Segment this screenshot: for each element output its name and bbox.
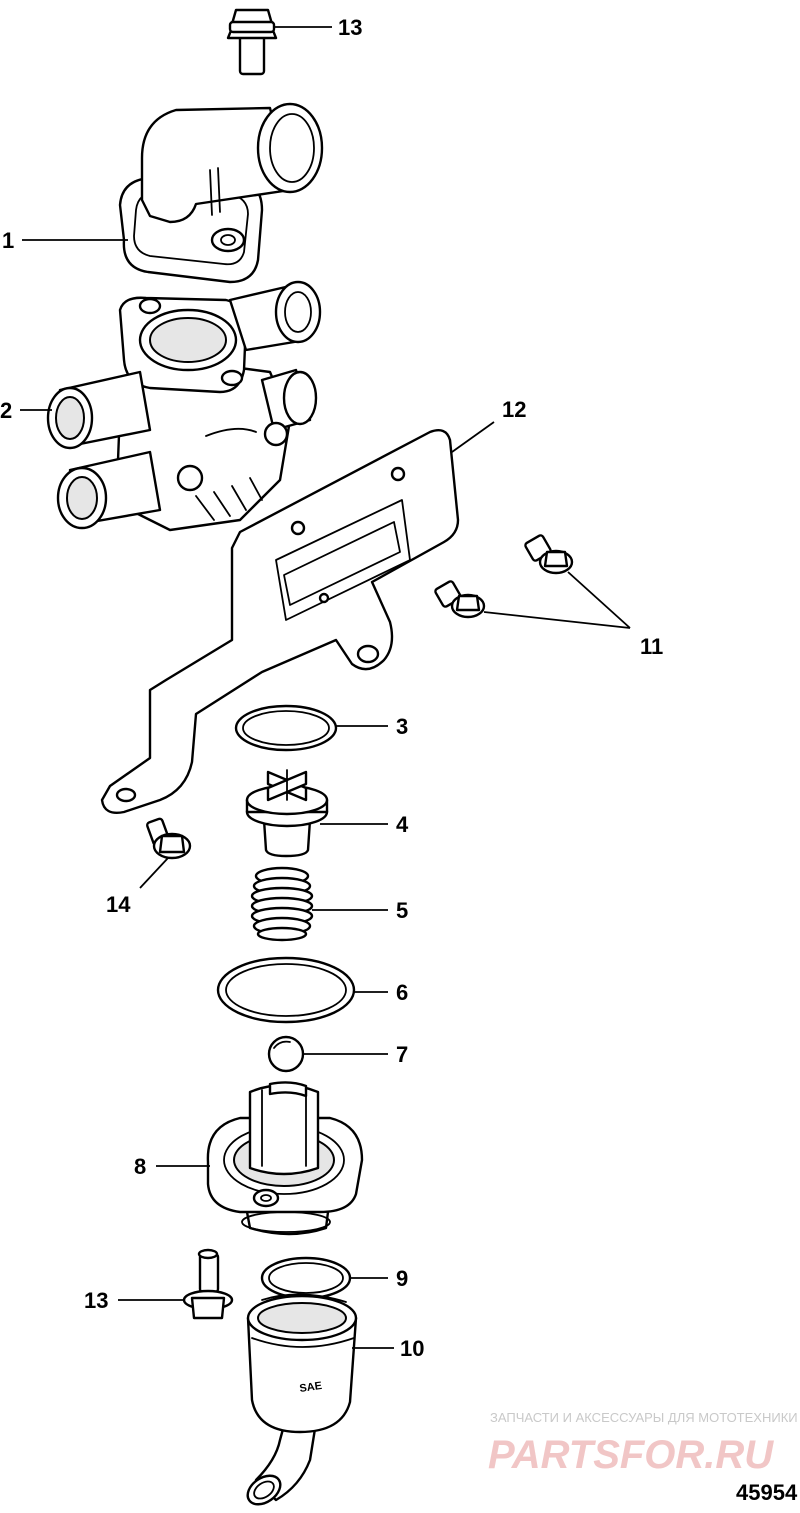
leader-14: [139, 857, 169, 889]
spring-5: [250, 866, 314, 942]
callout-14: 14: [106, 892, 131, 917]
callout-5: 5: [396, 898, 408, 923]
callout-13-top: 13: [338, 15, 362, 40]
thermostat-housing-2: [46, 280, 322, 532]
callout-8: 8: [134, 1154, 146, 1179]
o-ring-3: [234, 704, 338, 752]
housing-stamp: SAE: [299, 1380, 323, 1395]
callout-6: 6: [396, 980, 408, 1005]
callout-7: 7: [396, 1042, 408, 1067]
callout-12: 12: [502, 397, 526, 422]
ball-7: [267, 1035, 305, 1073]
figure-number: 45954: [736, 1480, 798, 1505]
o-ring-6: [216, 956, 356, 1024]
o-ring-9: [260, 1256, 352, 1300]
callout-10: 10: [400, 1336, 424, 1361]
elbow-cover-1: [118, 102, 324, 284]
bolt-11-a: [524, 534, 574, 575]
watermark-caption: ЗАПЧАСТИ И АКСЕССУАРЫ ДЛЯ МОТОТЕХНИКИ: [490, 1410, 798, 1425]
inlet-housing-10: SAE: [246, 1293, 358, 1506]
bolt-11-b: [434, 580, 486, 619]
bracket-12: [100, 429, 460, 814]
leader-12: [451, 421, 495, 453]
bolt-13-bottom: [182, 1248, 234, 1320]
callout-9: 9: [396, 1266, 408, 1291]
thermostat-cover-8: [206, 1081, 364, 1236]
callout-13-bottom: 13: [84, 1288, 108, 1313]
watermark-brand: PARTSFOR.RU: [488, 1433, 774, 1477]
callout-2: 2: [0, 398, 12, 423]
callout-1: 1: [2, 228, 14, 253]
leader-11-b: [483, 611, 631, 629]
leader-11-a: [567, 571, 631, 629]
bolt-13-top: [226, 8, 278, 76]
callout-4: 4: [396, 812, 409, 837]
thermostat-valve-4: [245, 769, 329, 858]
callout-11: 11: [640, 634, 663, 659]
bolt-14: [146, 817, 192, 860]
callout-3: 3: [396, 714, 408, 739]
